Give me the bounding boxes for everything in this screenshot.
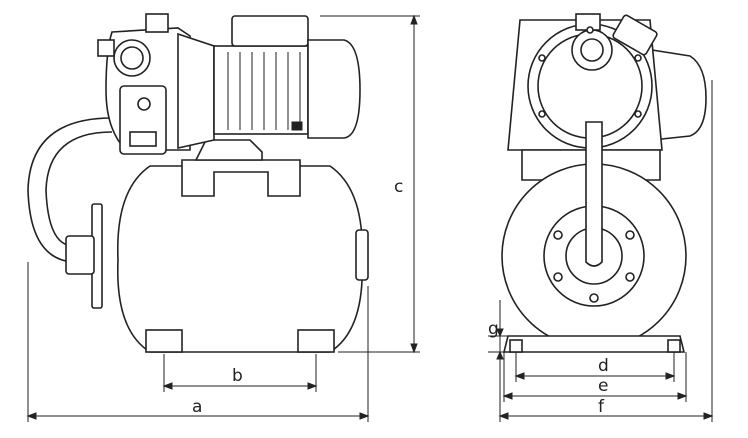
side-terminal-box	[231, 15, 309, 47]
front-pump-inlet-bore	[580, 38, 604, 62]
label-c: c	[394, 177, 403, 197]
side-hose-inner	[45, 131, 113, 247]
side-pump-inlet-bore	[120, 46, 144, 70]
side-tank-body	[116, 165, 364, 353]
side-inlet-nut	[65, 235, 95, 275]
front-view	[501, 13, 707, 353]
side-view	[27, 13, 369, 353]
dimension-lines	[26, 14, 714, 422]
side-switch-knob	[137, 97, 151, 111]
label-f: f	[598, 397, 605, 417]
side-pump-top-plug	[145, 13, 169, 33]
front-motor-cover	[651, 49, 707, 141]
side-hose-outer	[27, 117, 113, 263]
side-foot-right	[297, 329, 335, 353]
label-a: a	[192, 397, 202, 417]
side-motor-nameplate-mark	[291, 121, 303, 131]
label-d: d	[598, 356, 609, 376]
side-mounting-bracket	[181, 159, 301, 197]
front-base-foot-right	[667, 339, 681, 353]
side-tank-end-fitting	[355, 229, 369, 281]
side-switch-label	[129, 131, 157, 147]
front-switch-box	[612, 14, 658, 56]
front-pump-inlet-ring	[571, 29, 613, 71]
label-g: g	[488, 319, 499, 339]
side-foot-left	[145, 329, 183, 353]
side-motor-flange	[177, 32, 215, 149]
label-b: b	[232, 366, 243, 386]
side-motor-fins	[227, 52, 301, 130]
side-fan-cover	[307, 39, 361, 139]
side-pump-inlet-ring	[113, 39, 151, 77]
front-connecting-pipe	[585, 121, 603, 267]
side-pump-inlet-port	[97, 39, 115, 57]
side-motor-body	[213, 45, 309, 135]
label-e: e	[598, 376, 608, 396]
front-base-plate	[502, 335, 686, 353]
front-base-foot-left	[509, 339, 523, 353]
side-bracket-support	[194, 139, 263, 161]
